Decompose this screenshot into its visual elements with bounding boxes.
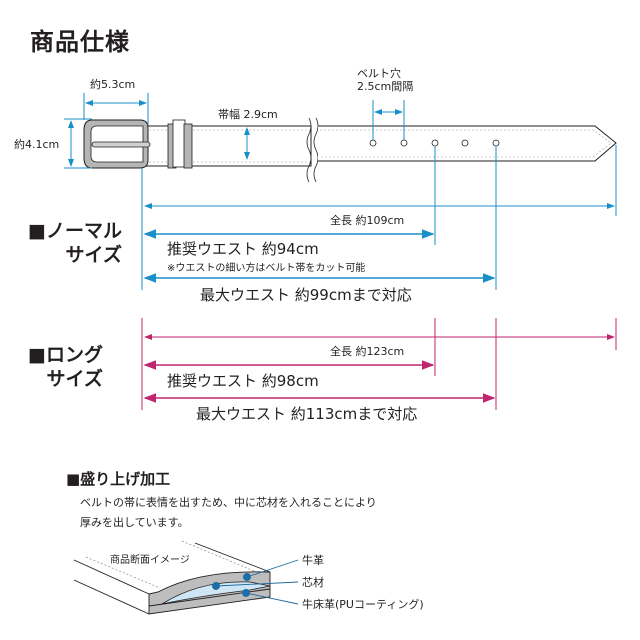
core-marker: [212, 582, 220, 590]
raised-process-description: ベルトの帯に表情を出すため、中に芯材を入れることにより 厚みを出しています。: [80, 496, 377, 529]
normal-total-length: 全長 約109cm: [330, 214, 405, 227]
buckle: [83, 119, 151, 169]
buckle-height-label: 約4.1cm: [14, 138, 60, 151]
long-total-length: 全長 約123cm: [330, 345, 405, 358]
long-size-label: ■ロング サイズ: [28, 344, 103, 390]
raised-process-title: ■盛り上げ加工: [66, 470, 171, 488]
buckle-width-label: 約5.3cm: [90, 78, 136, 91]
leather-marker: [243, 573, 251, 581]
hole-spacing-label: ベルト穴 2.5cm間隔: [357, 67, 414, 93]
split-leather-marker: [242, 589, 250, 597]
cross-section-caption: 商品断面イメージ: [110, 555, 190, 566]
normal-recommended-waist: 推奨ウエスト 約94cm: [167, 240, 319, 258]
normal-note: ※ウエストの細い方はベルト帯をカット可能: [167, 263, 366, 274]
normal-max-waist: 最大ウエスト 約99cmまで対応: [200, 286, 412, 304]
long-recommended-waist: 推奨ウエスト 約98cm: [167, 372, 319, 390]
cross-section-image: [73, 540, 271, 615]
normal-size-label: ■ノーマル サイズ: [28, 220, 122, 266]
layer-label-core: 芯材: [302, 576, 324, 589]
break-mark: [306, 117, 312, 183]
layer-label-leather: 牛革: [302, 554, 324, 567]
page-title: 商品仕様: [30, 28, 130, 56]
break-mark: [313, 117, 319, 183]
long-max-waist: 最大ウエスト 約113cmまで対応: [196, 405, 418, 423]
layer-label-split-leather: 牛床革(PUコーティング): [302, 598, 424, 611]
belt-keeper: [167, 119, 193, 169]
strap-width-label: 帯幅 2.9cm: [218, 108, 278, 121]
belt-holes: [369, 139, 500, 147]
